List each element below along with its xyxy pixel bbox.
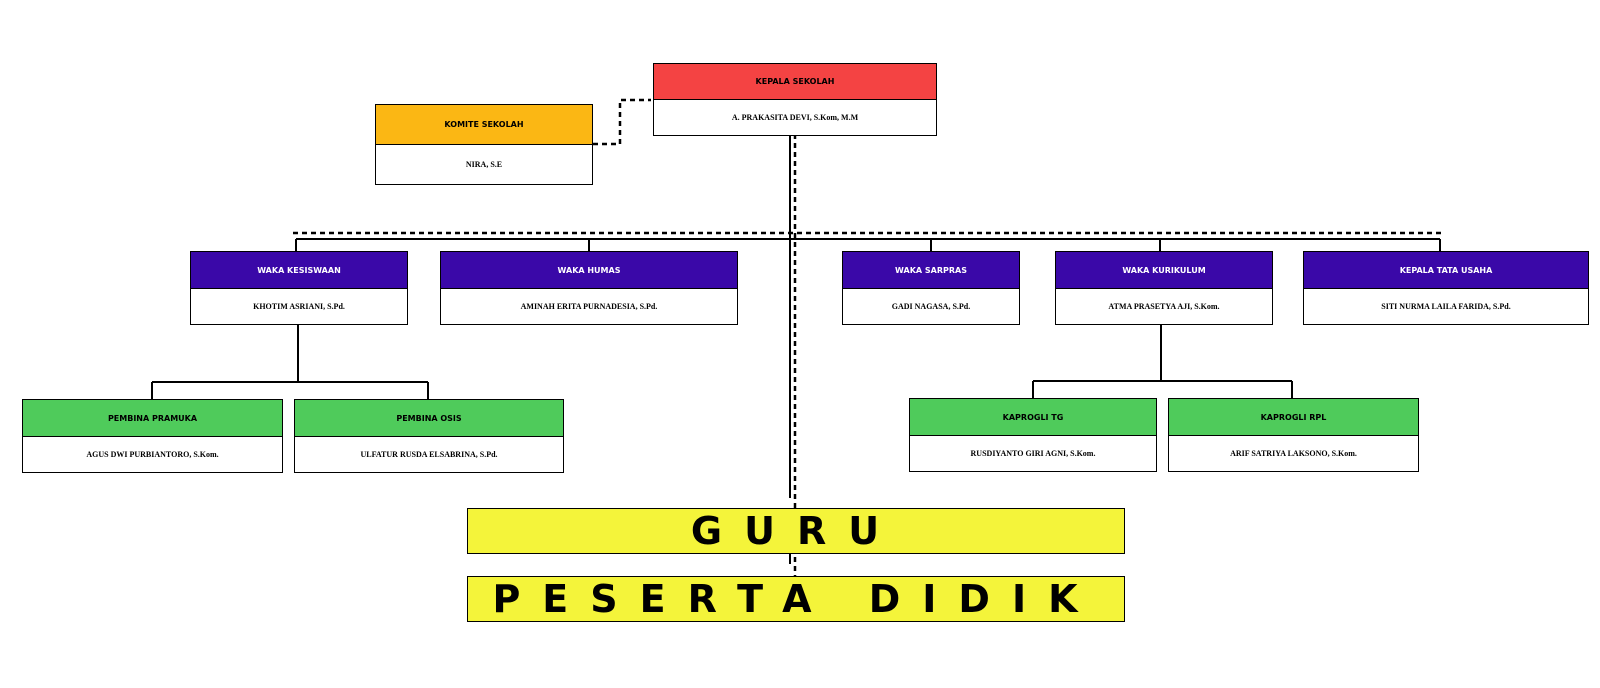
kepala-tata-usaha-box: KEPALA TATA USAHA SITI NURMA LAILA FARID… (1303, 251, 1589, 325)
kaprogli-tg-name: RUSDIYANTO GIRI AGNI, S.Kom. (970, 449, 1096, 458)
waka-humas-box: WAKA HUMAS AMINAH ERITA PURNADESIA, S.Pd… (440, 251, 738, 325)
waka-humas-name: AMINAH ERITA PURNADESIA, S.Pd. (520, 302, 658, 311)
kaprogli-rpl-name: ARIF SATRIYA LAKSONO, S.Kom. (1230, 449, 1357, 458)
kaprogli-tg-box: KAPROGLI TG RUSDIYANTO GIRI AGNI, S.Kom. (909, 398, 1157, 472)
waka-kesiswaan-title: WAKA KESISWAAN (191, 252, 407, 289)
peserta-didik-bar: PESERTA DIDIK (467, 576, 1125, 622)
pembina-osis-box: PEMBINA OSIS ULFATUR RUSDA ELSABRINA, S.… (294, 399, 564, 473)
guru-bar: GURU (467, 508, 1125, 554)
kaprogli-rpl-box: KAPROGLI RPL ARIF SATRIYA LAKSONO, S.Kom… (1168, 398, 1419, 472)
waka-sarpras-title: WAKA SARPRAS (843, 252, 1019, 289)
komite-sekolah-box: KOMITE SEKOLAH NIRA, S.E (375, 104, 593, 185)
komite-sekolah-title: KOMITE SEKOLAH (376, 105, 592, 145)
waka-kurikulum-title: WAKA KURIKULUM (1056, 252, 1272, 289)
waka-kesiswaan-name: KHOTIM ASRIANI, S.Pd. (253, 302, 345, 311)
waka-humas-title: WAKA HUMAS (441, 252, 737, 289)
kepala-sekolah-box: KEPALA SEKOLAH A. PRAKASITA DEVI, S.Kom,… (653, 63, 937, 136)
waka-sarpras-name: GADI NAGASA, S.Pd. (891, 302, 971, 311)
kepala-tata-usaha-name: SITI NURMA LAILA FARIDA, S.Pd. (1381, 302, 1511, 311)
kaprogli-tg-title: KAPROGLI TG (910, 399, 1156, 436)
kaprogli-rpl-title: KAPROGLI RPL (1169, 399, 1418, 436)
pembina-pramuka-name: AGUS DWI PURBIANTORO, S.Kom. (86, 450, 219, 459)
pembina-pramuka-title: PEMBINA PRAMUKA (23, 400, 282, 437)
komite-sekolah-name: NIRA, S.E (465, 160, 503, 169)
waka-kesiswaan-box: WAKA KESISWAAN KHOTIM ASRIANI, S.Pd. (190, 251, 408, 325)
pembina-pramuka-box: PEMBINA PRAMUKA AGUS DWI PURBIANTORO, S.… (22, 399, 283, 473)
pembina-osis-name: ULFATUR RUSDA ELSABRINA, S.Pd. (360, 450, 498, 459)
kepala-sekolah-name: A. PRAKASITA DEVI, S.Kom, M.M (731, 113, 859, 122)
waka-kurikulum-box: WAKA KURIKULUM ATMA PRASETYA AJI, S.Kom. (1055, 251, 1273, 325)
pembina-osis-title: PEMBINA OSIS (295, 400, 563, 437)
waka-kurikulum-name: ATMA PRASETYA AJI, S.Kom. (1108, 302, 1220, 311)
waka-sarpras-box: WAKA SARPRAS GADI NAGASA, S.Pd. (842, 251, 1020, 325)
kepala-sekolah-title: KEPALA SEKOLAH (654, 64, 936, 100)
kepala-tata-usaha-title: KEPALA TATA USAHA (1304, 252, 1588, 289)
